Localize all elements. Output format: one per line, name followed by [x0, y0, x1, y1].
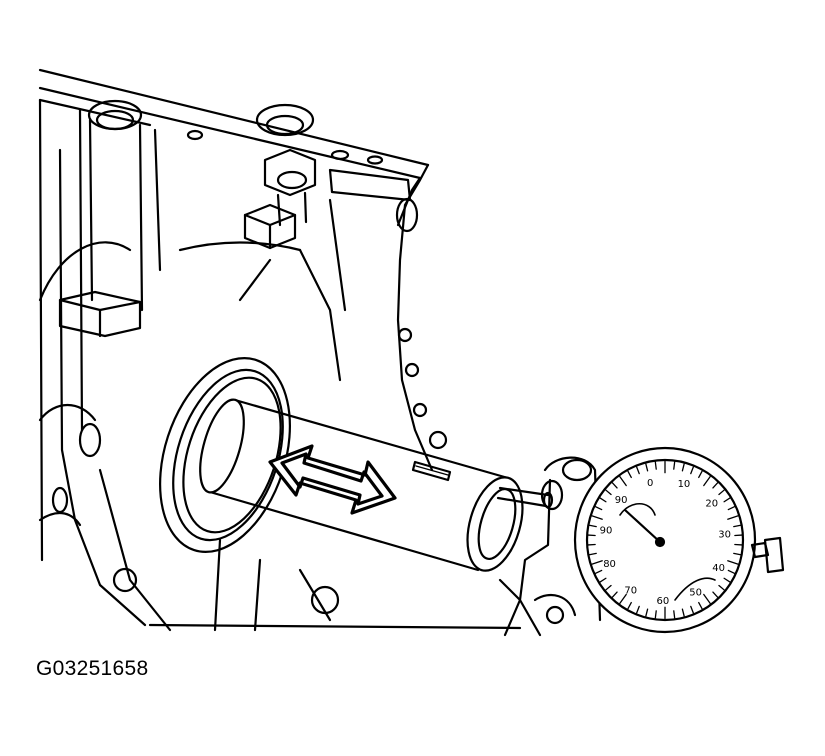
- gauge-tick: [594, 569, 603, 575]
- gauge-tick: [703, 593, 711, 605]
- gauge-tick: [681, 463, 685, 472]
- figure-id-label: G03251658: [36, 657, 149, 680]
- hex-bolt-top: [263, 148, 317, 227]
- double-arrow-icon: [268, 444, 397, 515]
- gauge-tick: [645, 608, 649, 617]
- gauge-tick: [727, 569, 736, 575]
- gauge-bracket: [498, 456, 602, 637]
- gauge-tick: [619, 475, 627, 487]
- gauge-scale-label: 90: [615, 495, 628, 506]
- gauge-scale-labels: 0 10 20 30 40 50 60 70 80 90 90: [600, 478, 731, 607]
- gauge-ticks: [587, 460, 743, 620]
- gauge-tick: [627, 470, 632, 479]
- gauge-scale-label: 40: [712, 563, 725, 574]
- gauge-tick: [727, 515, 739, 520]
- hex-bolt-left: [58, 290, 142, 338]
- gauge-scale-label: 70: [624, 585, 637, 596]
- gauge-tick: [619, 593, 627, 605]
- gauge-tick: [588, 552, 597, 556]
- gauge-scale-label: 20: [705, 498, 718, 509]
- gauge-tick: [718, 489, 725, 496]
- gauge-tick: [690, 466, 694, 475]
- gauge-tick: [645, 463, 649, 472]
- gauge-tick: [733, 524, 742, 528]
- gauge-tick: [588, 524, 597, 528]
- gauge-tick: [591, 515, 603, 520]
- gauge-tick: [681, 608, 685, 617]
- gauge-scale-label: 10: [678, 479, 691, 490]
- engine-block-housing: [38, 68, 522, 632]
- gauge-tick: [636, 466, 640, 475]
- gauge-tick: [594, 505, 603, 511]
- gauge-scale-label: 90: [600, 525, 613, 536]
- gauge-tick: [627, 601, 632, 610]
- gauge-tick: [673, 461, 676, 470]
- gauge-scale-label: 0: [647, 478, 653, 489]
- gauge-plunger: [496, 486, 554, 509]
- gauge-tick: [605, 489, 612, 496]
- gauge-tick: [673, 610, 676, 619]
- gauge-tick: [611, 482, 618, 489]
- gauge-tick: [727, 560, 739, 565]
- dial-gauge: [573, 446, 785, 634]
- gauge-tick: [599, 497, 607, 503]
- gauge-tick: [591, 560, 603, 565]
- hex-bolt-middle: [243, 203, 297, 250]
- gauge-tick: [727, 505, 736, 511]
- gauge-tick: [698, 470, 703, 479]
- gauge-tick: [703, 475, 711, 487]
- gauge-tick: [712, 482, 719, 489]
- technical-illustration: 0 10 20 30 40 50 60 70 80 90 90: [38, 68, 785, 637]
- gauge-scale-label: 80: [603, 559, 616, 570]
- gauge-tick: [723, 577, 731, 583]
- gauge-tick: [605, 584, 612, 591]
- gauge-scale-label: 50: [689, 588, 702, 599]
- gauge-scale-label: 60: [656, 596, 669, 607]
- gauge-scale-label: 30: [718, 530, 731, 541]
- gauge-tick: [718, 584, 725, 591]
- gauge-tick: [698, 601, 703, 610]
- gauge-tick: [611, 591, 618, 598]
- gauge-tick: [654, 461, 657, 470]
- gauge-tick: [733, 552, 742, 556]
- gauge-tick: [723, 497, 731, 503]
- gauge-tick: [690, 605, 694, 614]
- gauge-tick: [654, 610, 657, 619]
- gauge-tick: [599, 577, 607, 583]
- gauge-tick: [712, 591, 719, 598]
- gauge-tick: [636, 605, 640, 614]
